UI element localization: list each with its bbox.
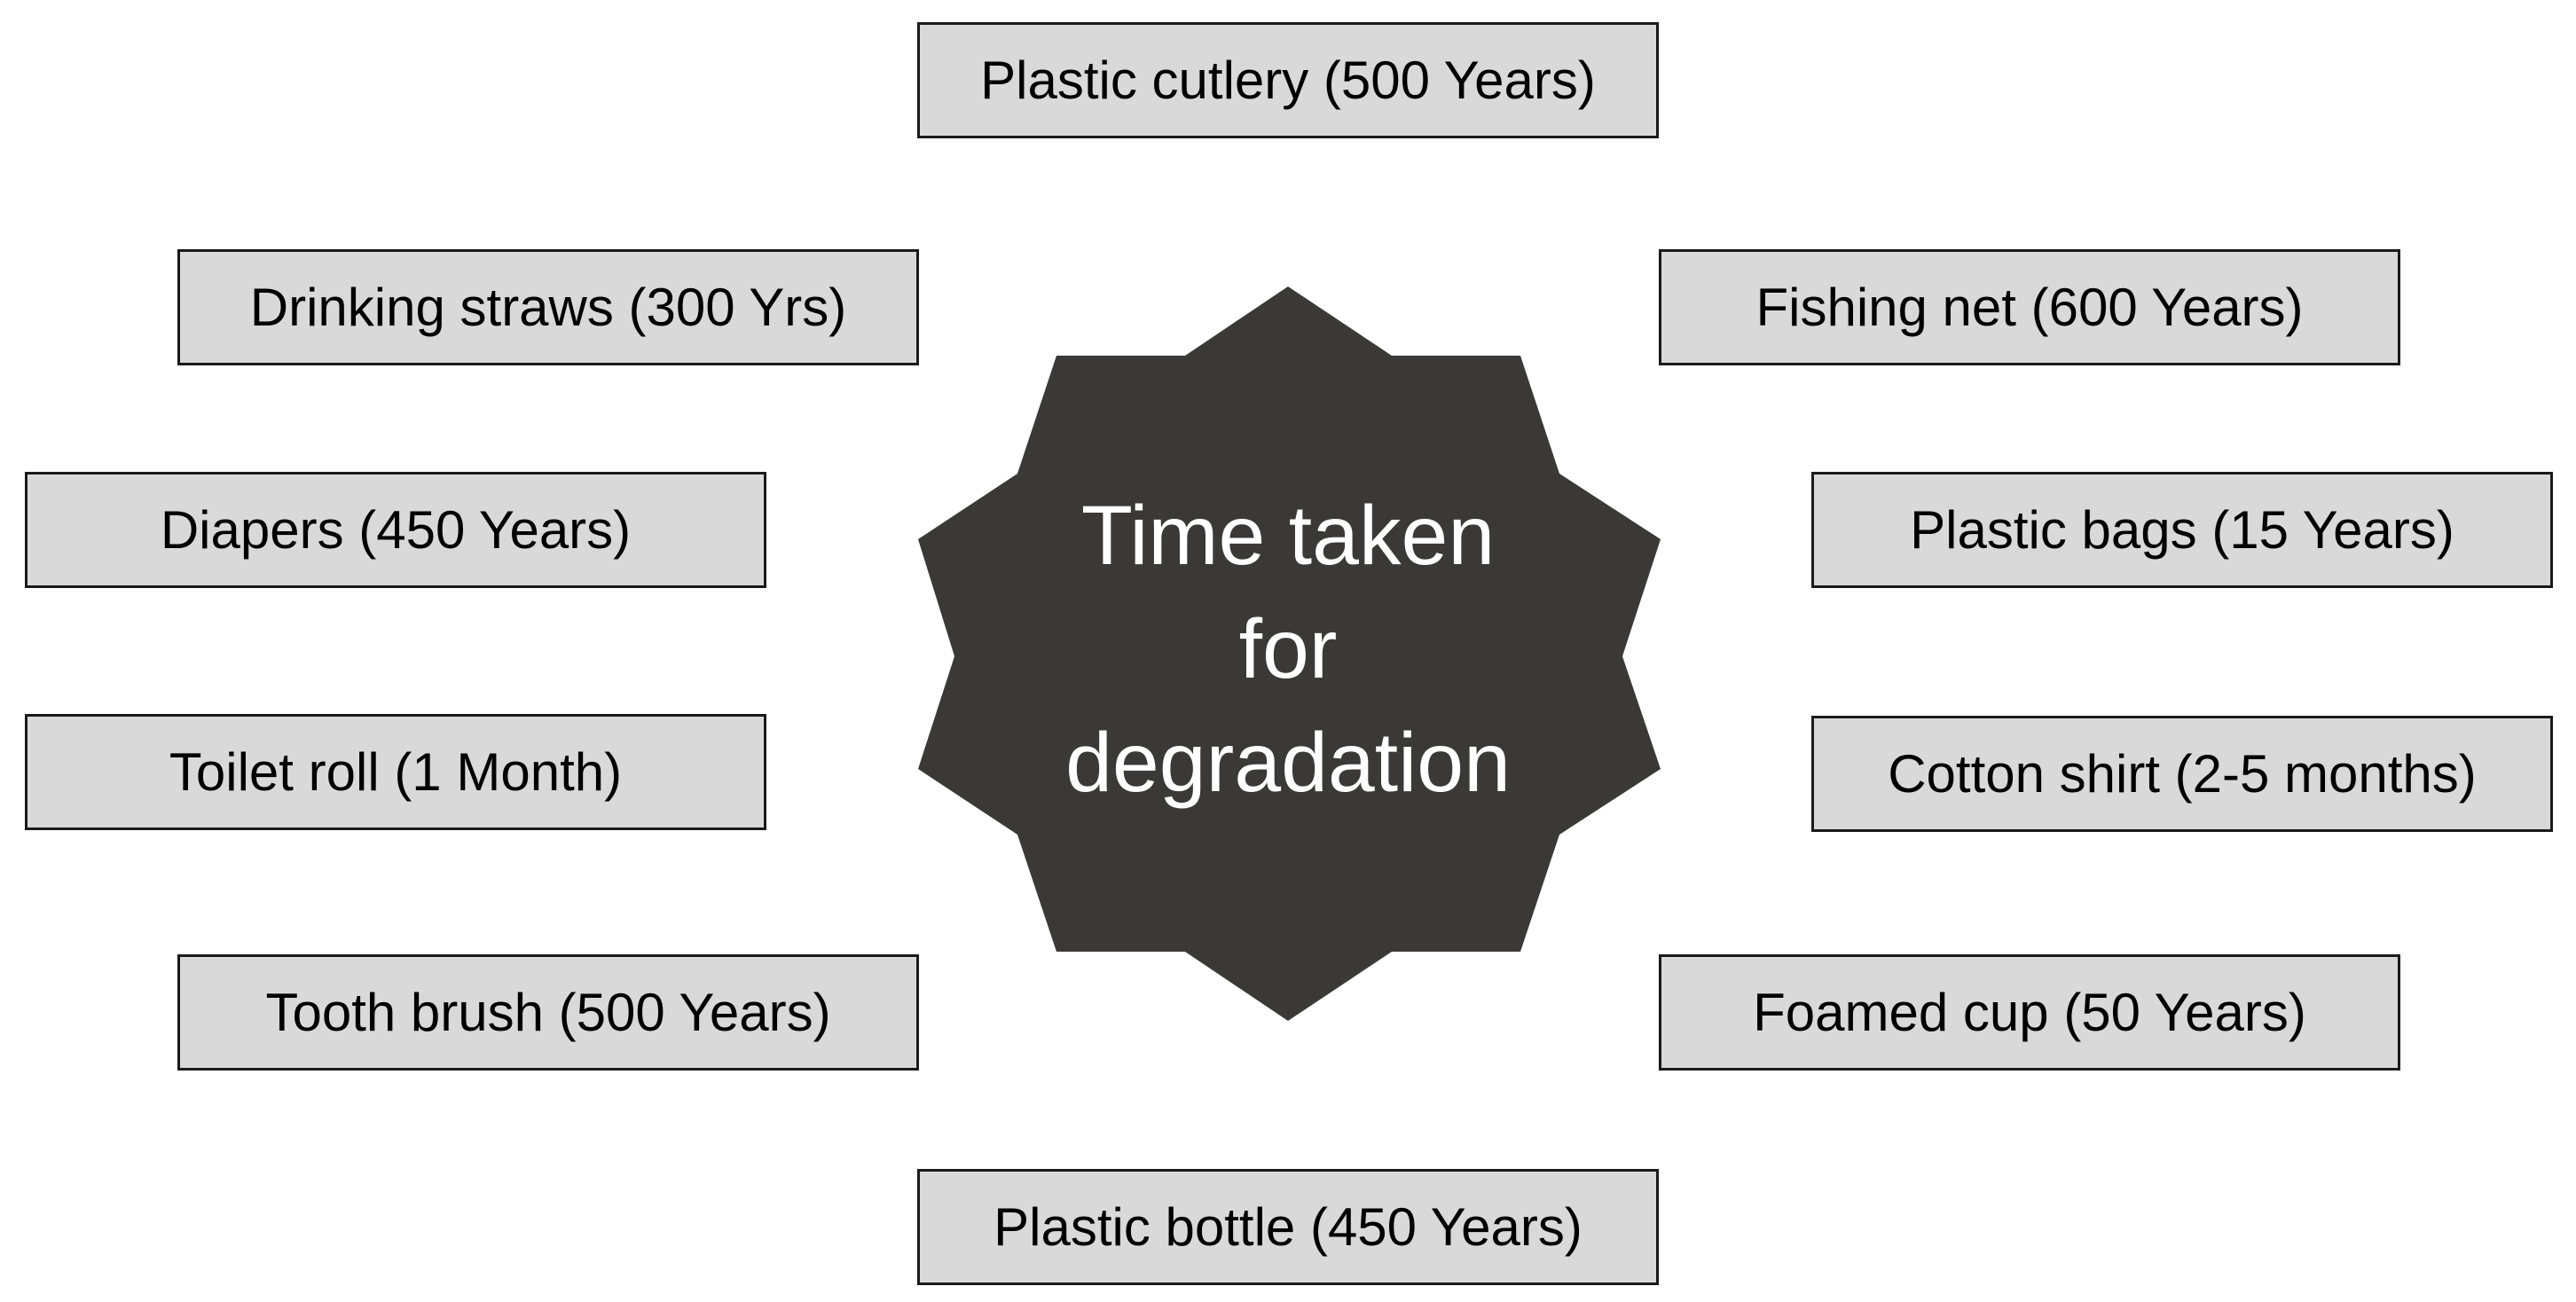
item-drinking-straws: Drinking straws (300 Yrs): [177, 249, 919, 365]
center-title-line-1: Time taken: [1080, 489, 1496, 583]
item-cotton-shirt: Cotton shirt (2-5 months): [1811, 716, 2553, 832]
item-fishing-net: Fishing net (600 Years): [1659, 249, 2400, 365]
item-tooth-brush: Tooth brush (500 Years): [177, 954, 919, 1071]
item-plastic-bags: Plastic bags (15 Years): [1811, 472, 2553, 588]
item-diapers: Diapers (450 Years): [25, 472, 766, 588]
star-polygon: [918, 286, 1661, 1021]
item-plastic-bottle: Plastic bottle (450 Years): [917, 1169, 1659, 1285]
item-plastic-cutlery: Plastic cutlery (500 Years): [917, 22, 1659, 138]
item-foamed-cup: Foamed cup (50 Years): [1659, 954, 2400, 1071]
center-title: Time taken for degradation: [978, 479, 1598, 820]
center-title-line-3: degradation: [1065, 716, 1511, 810]
item-toilet-roll: Toilet roll (1 Month): [25, 714, 766, 830]
center-title-line-2: for: [1238, 602, 1338, 696]
